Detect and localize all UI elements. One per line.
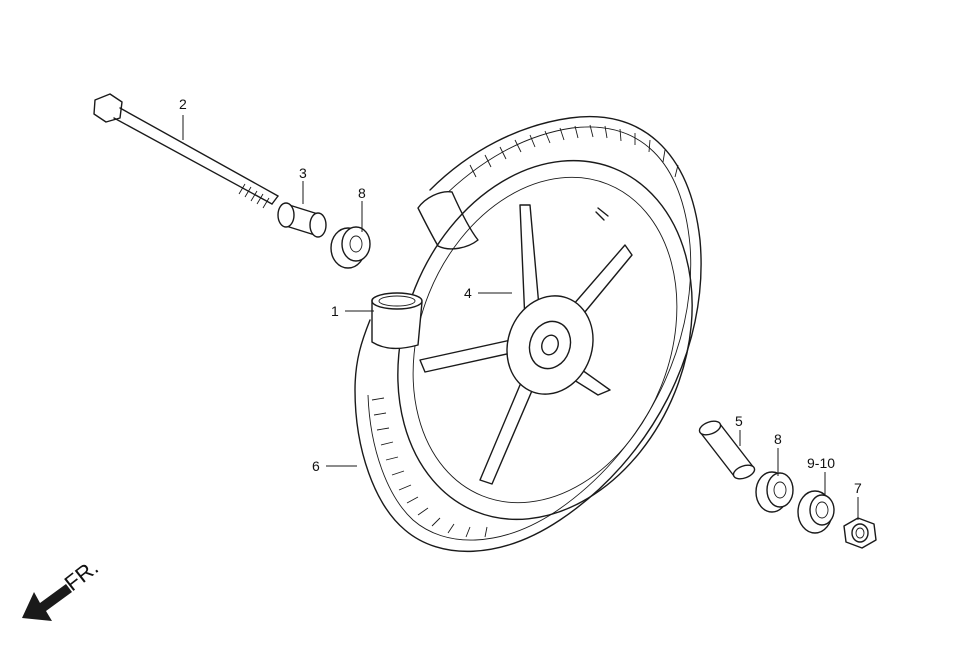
tire-cutaway — [417, 191, 479, 250]
front-wheel — [354, 115, 702, 552]
callout-7: 7 — [854, 480, 862, 496]
part-bearing-right — [755, 471, 794, 513]
valve-stem — [595, 207, 609, 221]
part-axle-nut — [843, 517, 877, 549]
arrow-down-left-icon — [22, 584, 72, 621]
hub-bore — [541, 334, 559, 356]
callout-6: 6 — [312, 458, 320, 474]
callout-2: 2 — [179, 96, 187, 112]
part-bearing-top — [330, 226, 371, 269]
front-direction-indicator: FR. — [22, 554, 103, 621]
part-tube — [371, 292, 423, 350]
callout-4: 4 — [464, 285, 472, 301]
rim-inner — [412, 176, 678, 504]
tire-tread-pattern — [371, 124, 679, 538]
callout-8-right: 8 — [774, 431, 782, 447]
tire — [354, 115, 702, 552]
tire-tread-line — [367, 126, 692, 541]
part-axle-bolt — [93, 93, 279, 209]
callout-8-top: 8 — [358, 185, 366, 201]
callout-1: 1 — [331, 303, 339, 319]
callout-3: 3 — [299, 165, 307, 181]
callout-9-10: 9-10 — [807, 455, 835, 471]
part-spacer — [277, 202, 327, 238]
callout-5: 5 — [735, 413, 743, 429]
leader-lines — [182, 115, 859, 520]
rim-outer — [397, 159, 693, 521]
part-dust-seal — [797, 490, 835, 534]
part-distance-collar — [698, 420, 756, 480]
